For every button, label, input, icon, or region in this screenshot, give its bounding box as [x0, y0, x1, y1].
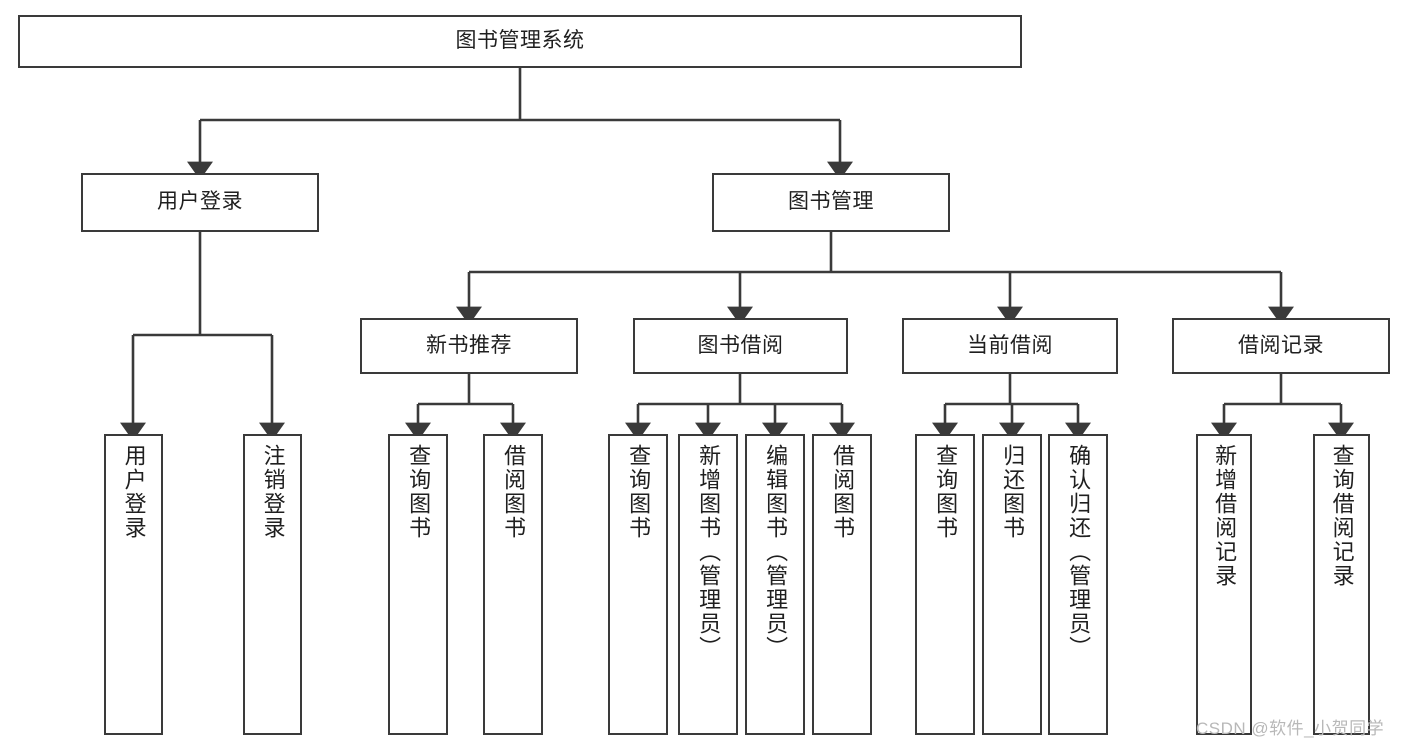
node-leaf-borrow-book-2[interactable]: 借阅图书 [812, 434, 872, 735]
node-leaf-query-book-1[interactable]: 查询图书 [388, 434, 448, 735]
node-leaf-user-login-label: 用户登录 [121, 444, 147, 540]
node-leaf-borrow-book-2-label: 借阅图书 [830, 444, 856, 540]
node-root[interactable]: 图书管理系统 [18, 15, 1022, 68]
node-leaf-add-book[interactable]: 新增图书（管理员） [678, 434, 738, 735]
node-leaf-edit-book[interactable]: 编辑图书（管理员） [745, 434, 805, 735]
node-leaf-borrow-book-1[interactable]: 借阅图书 [483, 434, 543, 735]
node-leaf-query-book-2[interactable]: 查询图书 [608, 434, 668, 735]
node-user-login-label: 用户登录 [157, 190, 243, 214]
node-leaf-add-book-label: 新增图书（管理员） [696, 444, 722, 660]
node-leaf-query-record[interactable]: 查询借阅记录 [1313, 434, 1370, 735]
node-new-book-rec[interactable]: 新书推荐 [360, 318, 578, 374]
node-leaf-query-book-3[interactable]: 查询图书 [915, 434, 975, 735]
node-leaf-add-record[interactable]: 新增借阅记录 [1196, 434, 1252, 735]
node-borrow-record-label: 借阅记录 [1238, 333, 1324, 357]
node-leaf-borrow-book-1-label: 借阅图书 [501, 444, 527, 540]
node-new-book-rec-label: 新书推荐 [426, 333, 512, 357]
node-root-label: 图书管理系统 [455, 29, 585, 53]
node-leaf-edit-book-label: 编辑图书（管理员） [763, 444, 789, 660]
node-leaf-return-book[interactable]: 归还图书 [982, 434, 1042, 735]
node-leaf-return-book-label: 归还图书 [1000, 444, 1026, 540]
node-current-borrow[interactable]: 当前借阅 [902, 318, 1118, 374]
node-book-manage-label: 图书管理 [788, 190, 874, 214]
node-leaf-query-book-2-label: 查询图书 [626, 444, 652, 540]
node-user-login[interactable]: 用户登录 [81, 173, 319, 232]
node-book-borrow-label: 图书借阅 [697, 333, 784, 357]
node-leaf-confirm-return-label: 确认归还（管理员） [1066, 444, 1092, 660]
csdn-watermark: CSDN @软件_小贺同学 [1196, 719, 1385, 738]
node-leaf-add-record-label: 新增借阅记录 [1212, 444, 1238, 588]
node-current-borrow-label: 当前借阅 [967, 333, 1053, 357]
node-leaf-confirm-return[interactable]: 确认归还（管理员） [1048, 434, 1108, 735]
node-book-borrow[interactable]: 图书借阅 [633, 318, 848, 374]
node-leaf-logout-label: 注销登录 [260, 444, 286, 540]
node-leaf-query-book-1-label: 查询图书 [406, 444, 432, 540]
node-book-manage[interactable]: 图书管理 [712, 173, 950, 232]
node-leaf-logout[interactable]: 注销登录 [243, 434, 302, 735]
node-leaf-user-login[interactable]: 用户登录 [104, 434, 163, 735]
node-borrow-record[interactable]: 借阅记录 [1172, 318, 1390, 374]
node-leaf-query-book-3-label: 查询图书 [933, 444, 959, 540]
node-leaf-query-record-label: 查询借阅记录 [1329, 444, 1355, 588]
